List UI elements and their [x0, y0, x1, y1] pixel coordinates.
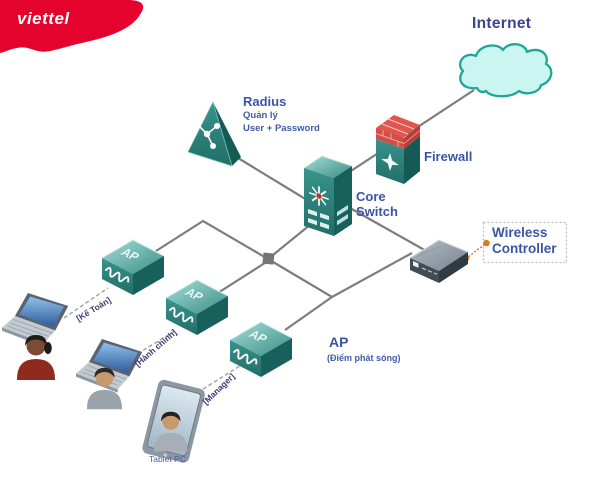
user-icon-admin	[87, 367, 122, 410]
wireless-controller-label-line2: Controller	[492, 241, 557, 256]
junction-node	[262, 252, 275, 265]
user-icon-manager	[154, 411, 188, 452]
viettel-logo: viettel	[0, 0, 150, 62]
user-icon-accounting	[17, 335, 55, 380]
wireless-link-laptop1-ap1	[63, 287, 109, 319]
switch-starburst-icon	[309, 186, 329, 206]
ap-wave-icon	[169, 307, 194, 323]
link-junction-controller	[267, 252, 413, 299]
core-switch-icon	[303, 155, 353, 236]
ap-wave-icon	[105, 267, 130, 283]
core-switch-label-line1: Core	[356, 189, 386, 204]
radius-sublabel-2: User + Password	[243, 123, 320, 134]
radius-label: Radius	[243, 94, 287, 109]
ap-box-label: AP	[182, 286, 206, 304]
ap-label: AP	[329, 334, 349, 350]
wireless-controller-icon	[409, 239, 469, 283]
molecule-icon	[195, 122, 220, 149]
link-junction-ap1	[155, 219, 269, 260]
ap-box-label: AP	[246, 328, 270, 346]
viettel-logo-text: viettel	[17, 9, 70, 28]
ap-wave-icon	[233, 349, 258, 365]
ap-sublabel: (Điểm phát sóng)	[327, 353, 401, 363]
internet-label: Internet	[472, 15, 532, 32]
wireless-controller-label-line1: Wireless	[492, 225, 548, 240]
link-core-controller	[349, 207, 429, 253]
firewall-label: Firewall	[424, 149, 473, 164]
internet-cloud-icon	[458, 43, 553, 98]
access-point-icon-3: AP	[229, 321, 293, 377]
radius-pyramid-icon	[187, 100, 241, 167]
access-point-icon-2: AP	[165, 279, 229, 335]
switch-ports	[308, 209, 329, 230]
viettel-logo-shape	[0, 0, 144, 53]
radius-sublabel-1: Quản lý	[243, 110, 278, 121]
ap-box-label: AP	[118, 246, 142, 264]
tablet-pc-label: Tablet PC	[149, 454, 186, 464]
access-point-icon-1: AP	[101, 239, 165, 295]
core-switch-label-line2: Switch	[356, 204, 398, 219]
firewall-icon	[375, 115, 421, 184]
link-radius-core	[237, 157, 308, 201]
link-bend-ap3	[284, 296, 333, 331]
firewall-star-icon	[381, 153, 399, 171]
